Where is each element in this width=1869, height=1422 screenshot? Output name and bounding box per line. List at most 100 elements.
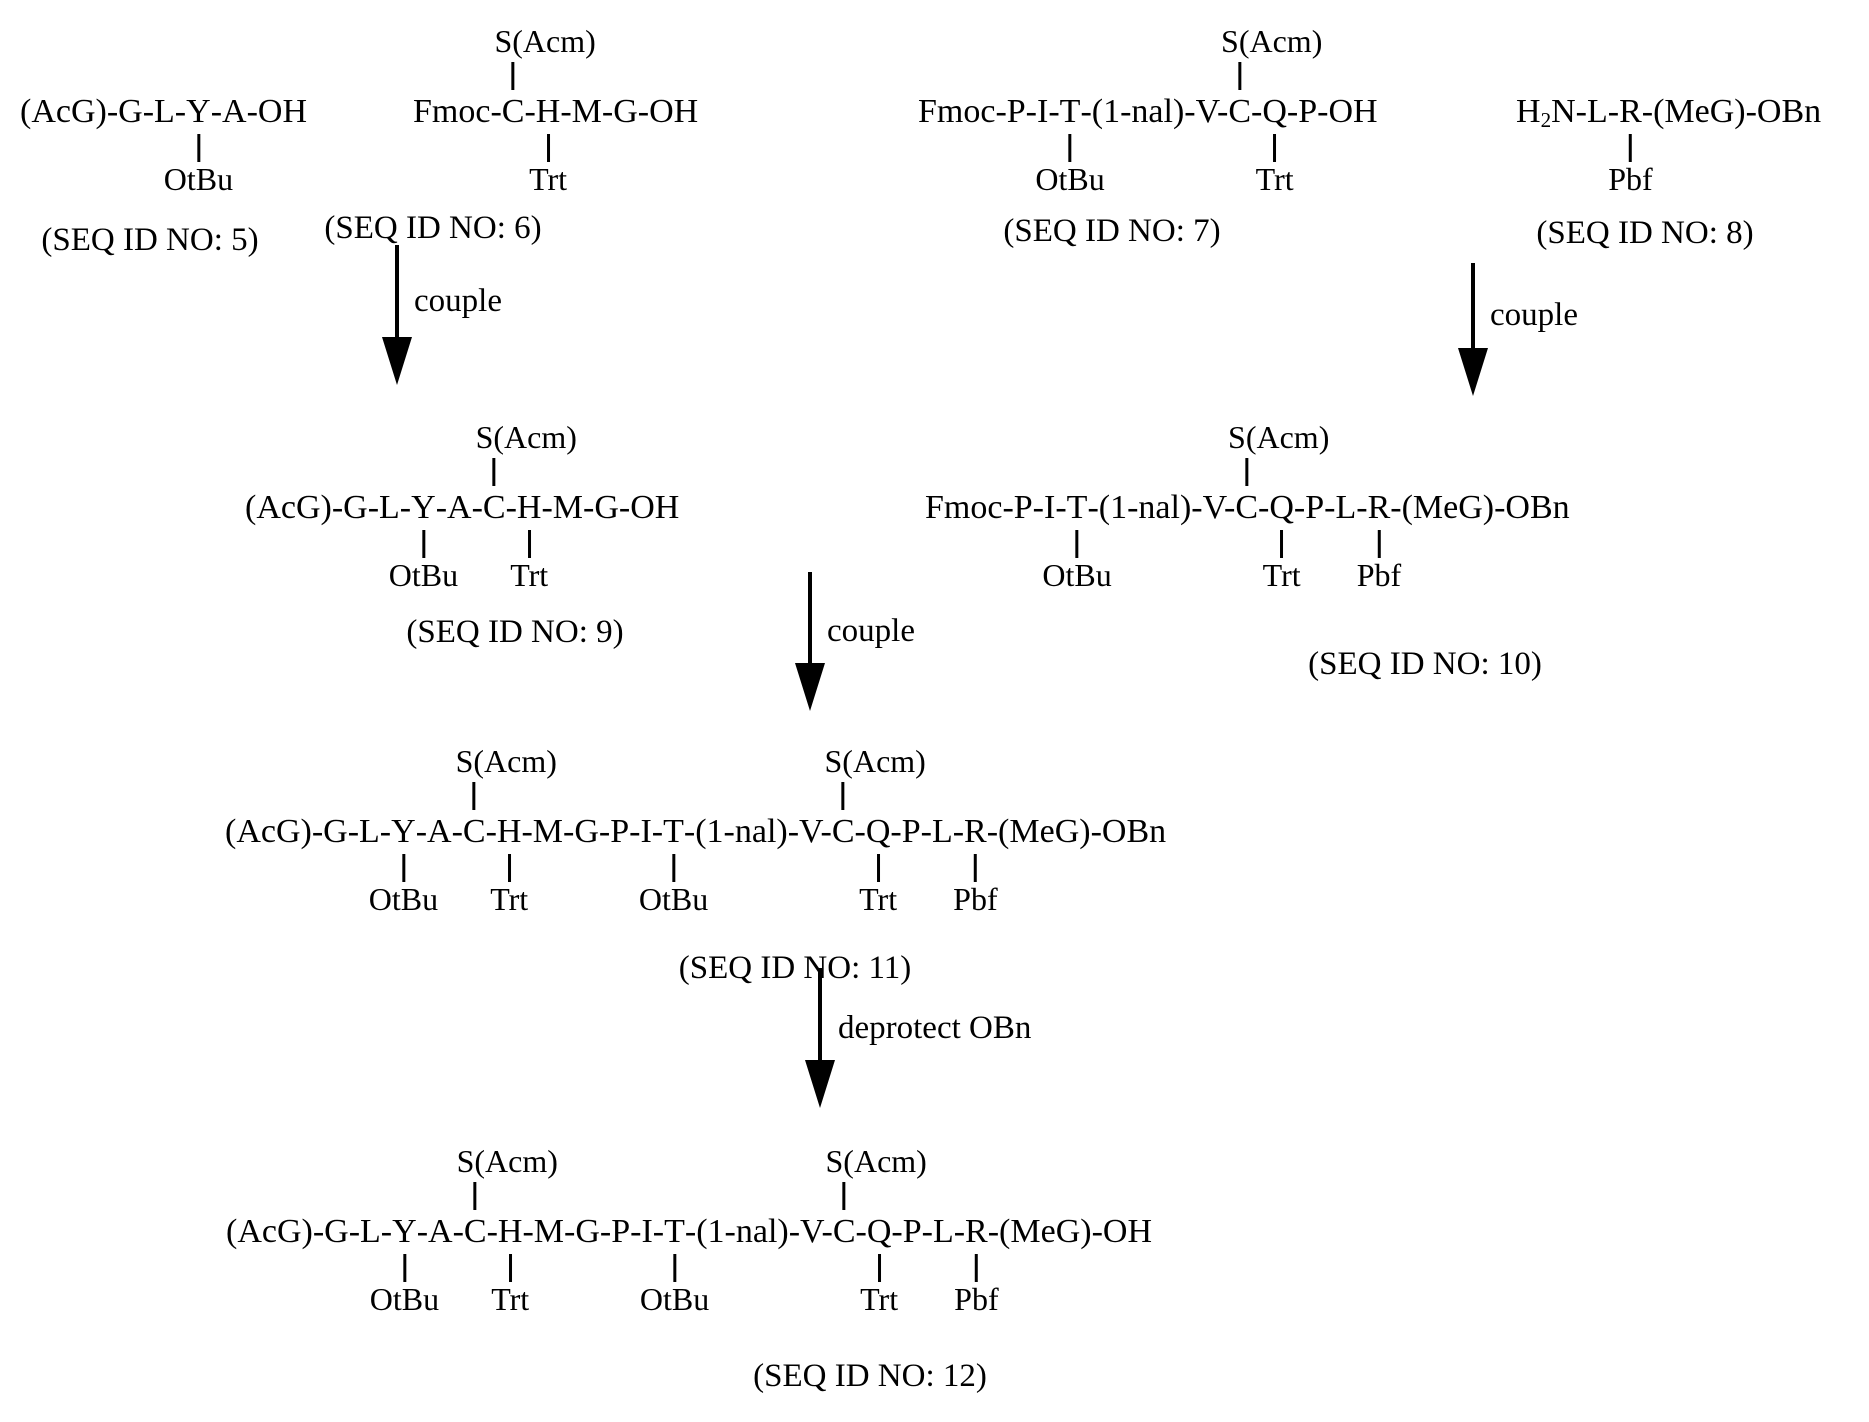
sequence-text: (AcG)-G-L- [226,1213,393,1250]
down-arrowhead-icon [382,337,412,385]
sequence-text: - [486,1213,498,1250]
down-arrow-couple-2 [1458,263,1488,396]
protecting-group-label: S(Acm) [456,1143,558,1180]
protecting-group-label: Trt [860,1280,899,1317]
sequence-text: -P-L- [890,813,965,850]
sequence-text: - [854,813,866,850]
sequence-text: -M-G-OH [541,489,680,526]
sidechain-attachment: Trt [529,133,567,199]
sidechain-attachment: S(Acm) [794,1144,927,1210]
sequence-text: Fmoc-P-I- [918,93,1060,130]
bond-line [402,1253,406,1282]
sidechain-attachment: OtBu [163,133,234,199]
sidechain-attachment: Pbf [1608,133,1653,199]
sequence-text: -M-G-P-I- [521,813,664,850]
bond-line [473,1182,477,1210]
bond-line [507,853,511,882]
bond-line [401,853,405,882]
sequence-text: - [485,813,497,850]
bond-line [1377,529,1381,558]
sidechain-attachment: S(Acm) [1196,420,1329,486]
sidechain-attachment: Trt [860,1253,899,1319]
sidechain-attachment: Trt [859,853,898,919]
arrow-shaft [1471,263,1475,348]
protecting-group-label: Trt [491,1280,530,1317]
sequence-text: (AcG)-G-L- [245,489,412,526]
seq-id-label-9: (SEQ ID NO: 9) [406,614,624,650]
protecting-group-label: OtBu [1042,556,1112,593]
sequence-text: (AcG)-G-L- [20,93,187,130]
sidechain-attachment: Trt [1263,529,1301,595]
arrow-label-couple-1: couple [414,283,502,319]
bond-line [546,133,550,162]
sidechain-attachment: S(Acm) [1189,24,1322,90]
arrow-label-couple-2: couple [1490,297,1578,333]
protecting-group-label: OtBu [388,556,459,593]
protecting-group-label: Pbf [954,1280,999,1317]
bond-line [472,782,476,810]
sequence-text: Fmoc- [413,93,502,130]
sequence-text: -A- [435,489,483,526]
protecting-group-label: OtBu [163,160,234,197]
bond-line [673,1253,677,1282]
sidechain-attachment: S(Acm) [444,420,577,486]
bond-line [876,853,880,882]
sequence-text: Fmoc-P-I- [925,489,1067,526]
sidechain-attachment: OtBu [1035,133,1105,199]
sequence-text: -(1-nal)-V- [684,1213,833,1250]
down-arrowhead-icon [805,1060,835,1108]
bond-line [973,853,977,882]
protecting-group-label: Trt [859,880,898,917]
sequence-text: H [1516,93,1541,130]
bond-line [672,853,676,882]
sequence-text: -(MeG)-OBn [1641,93,1822,130]
protecting-group-label: OtBu [639,1280,710,1317]
sequence-text: -(1-nal)-V- [1087,489,1236,526]
sidechain-attachment: OtBu [369,1253,440,1319]
protecting-group-label: OtBu [369,1280,440,1317]
bond-line [196,133,200,162]
sidechain-attachment: Trt [1256,133,1294,199]
down-arrow-couple-3 [795,572,825,711]
sidechain-attachment: OtBu [388,529,459,595]
protecting-group-label: OtBu [1035,160,1105,197]
bond-line [841,782,845,810]
bond-line [1245,458,1249,486]
sequence-text: -(MeG)-OBn [1390,489,1570,526]
protecting-group-label: Trt [510,556,549,593]
bond-line [1068,133,1072,162]
down-arrow-couple-1 [382,245,412,385]
bond-line [1628,133,1632,162]
sidechain-attachment: S(Acm) [793,744,926,810]
sidechain-attachment: Trt [510,529,549,595]
protecting-group-label: S(Acm) [475,419,577,456]
protecting-group-label: S(Acm) [824,743,926,780]
bond-line [1280,529,1284,558]
sequence-text: -(MeG)-OH [987,1213,1153,1250]
bond-line [974,1253,978,1282]
sequence-text: -P-OH [1286,93,1378,130]
